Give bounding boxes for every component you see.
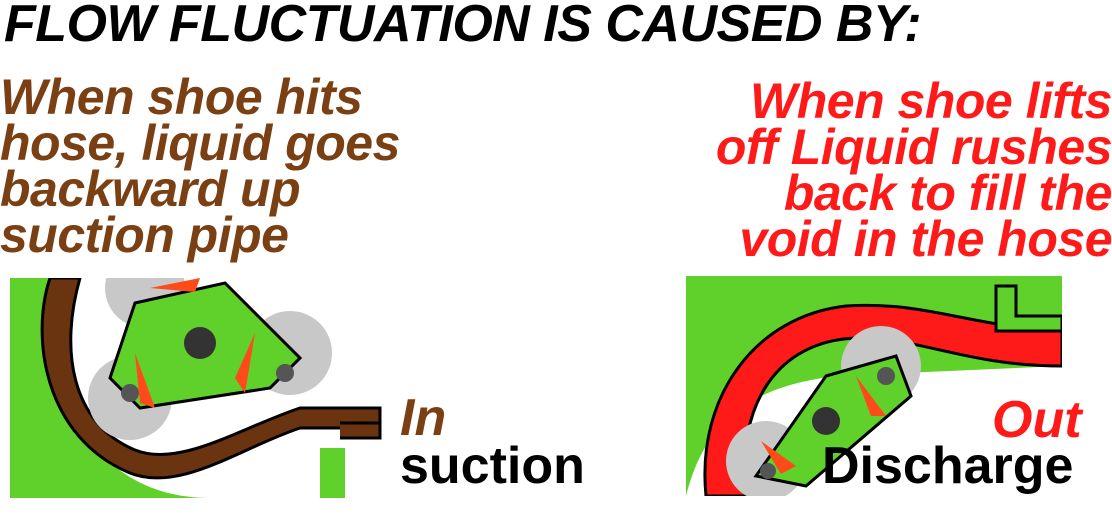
rotor-hub bbox=[812, 407, 840, 435]
rotation-arrow bbox=[761, 441, 796, 474]
rotor-pin bbox=[877, 367, 895, 385]
right-caption-line: When shoe lifts bbox=[750, 73, 1112, 129]
right-caption-line: void in the hose bbox=[739, 211, 1112, 267]
left-caption-line: suction pipe bbox=[0, 207, 289, 263]
out-label: Out bbox=[992, 391, 1082, 449]
left-caption-line: When shoe hits bbox=[0, 69, 363, 125]
suction-label: suction bbox=[400, 437, 585, 495]
left-caption-line: backward up bbox=[0, 161, 301, 217]
discharge-fitting bbox=[994, 284, 1062, 333]
suction-pump-diagram bbox=[10, 278, 382, 498]
rotation-arrow bbox=[135, 353, 155, 408]
discharge-hose bbox=[703, 303, 1062, 496]
right-caption-line: off Liquid rushes bbox=[715, 119, 1112, 175]
rotor-pin bbox=[276, 364, 294, 382]
rotation-arrow bbox=[856, 376, 886, 416]
rotor-pin bbox=[760, 463, 776, 479]
rotation-arrow bbox=[235, 333, 255, 393]
page-title: FLOW FLUCTUATION IS CAUSED BY: bbox=[4, 0, 922, 53]
in-label: In bbox=[400, 389, 447, 447]
discharge-pump-diagram bbox=[686, 276, 1062, 496]
rotor-pin bbox=[121, 384, 139, 402]
rotation-arrow bbox=[150, 278, 200, 292]
right-caption-line: back to fill the bbox=[783, 165, 1112, 221]
left-caption: When shoe hits hose, liquid goes backwar… bbox=[0, 69, 400, 263]
right-caption: When shoe lifts off Liquid rushes back t… bbox=[715, 73, 1112, 267]
rotor-hub bbox=[184, 327, 216, 359]
discharge-label: Discharge bbox=[822, 437, 1074, 495]
left-caption-line: hose, liquid goes bbox=[0, 115, 400, 171]
